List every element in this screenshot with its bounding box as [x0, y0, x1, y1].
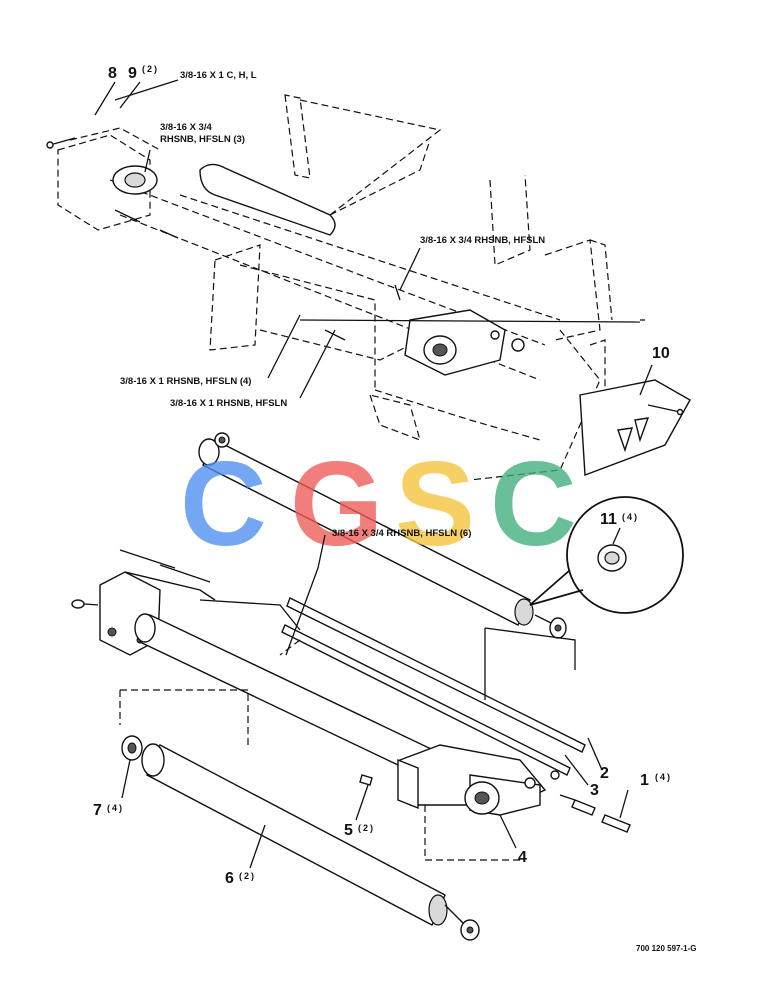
callout-5: 5: [344, 822, 353, 839]
callout-3: 3: [590, 782, 599, 799]
callout-11-qty: (4): [622, 512, 639, 522]
hardware-label-6: 3/8-16 X 3/4 RHSNB, HFSLN (6): [332, 528, 471, 539]
callout-4: 4: [518, 849, 527, 866]
callout-10: 10: [652, 345, 670, 362]
leader-lines: [94, 79, 653, 869]
cgsc-watermark: C G S C: [180, 437, 577, 571]
callout-2: 2: [600, 765, 609, 782]
upper-frame-assembly: [46, 94, 645, 481]
callout-9-qty: (2): [142, 64, 159, 74]
callout-11: 11: [600, 511, 617, 528]
hardware-label-4: 3/8-16 X 1 RHSNB, HFSLN (4): [120, 376, 251, 387]
callout-8: 8: [108, 65, 117, 82]
lower-frame-assembly: [71, 549, 631, 861]
watermark-letter-c2: C: [490, 437, 577, 571]
callout-9: 9: [128, 65, 137, 82]
watermark-letter-s: S: [395, 437, 475, 571]
watermark-letter-c1: C: [180, 437, 267, 571]
callout-5-qty: (2): [358, 823, 375, 833]
hardware-label-3: 3/8-16 X 3/4 RHSNB, HFSLN: [420, 235, 545, 246]
detail-circle-bearing: [529, 496, 684, 614]
hardware-label-5: 3/8-16 X 1 RHSNB, HFSLN: [170, 398, 287, 409]
callout-7: 7: [93, 802, 102, 819]
hardware-label-2a: 3/8-16 X 3/4: [160, 122, 212, 133]
watermark-letter-g: G: [290, 437, 383, 571]
callout-7-qty: (4): [107, 803, 124, 813]
callout-6-qty: (2): [239, 871, 256, 881]
callout-labels: 8 9 (2) 3/8-16 X 1 C, H, L 3/8-16 X 3/4 …: [93, 64, 697, 953]
upper-roller: [198, 432, 567, 639]
drawing-number: 700 120 597-1-G: [636, 944, 697, 953]
shield-plate-part-10: [579, 379, 691, 476]
callout-1: 1: [640, 772, 649, 789]
scraper-blades: [279, 597, 586, 776]
hardware-label-1: 3/8-16 X 1 C, H, L: [180, 70, 257, 81]
callout-6: 6: [225, 870, 234, 887]
lower-roller-part-6: [121, 735, 480, 941]
callout-1-qty: (4): [655, 772, 672, 782]
hardware-label-2b: RHSNB, HFSLN (3): [160, 134, 245, 145]
